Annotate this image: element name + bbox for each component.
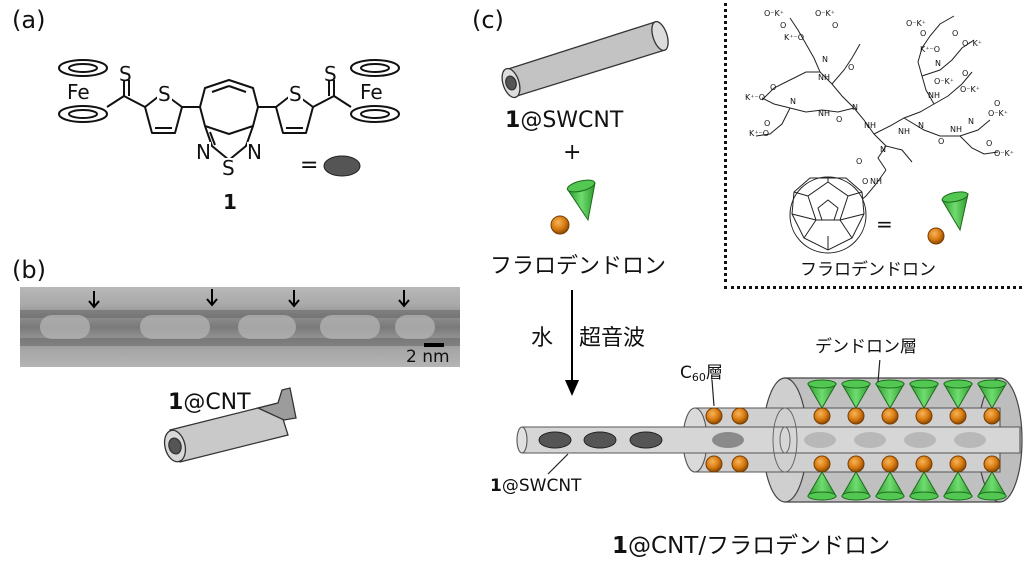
c60-layer-label: C60層 (680, 363, 723, 384)
ultrasound-label: 超音波 (579, 326, 646, 351)
atom-n-7: N (880, 145, 886, 154)
atom-o-5: O (848, 63, 855, 72)
group-k-10: K⁺⁻O (749, 129, 769, 138)
plus-sign: + (563, 140, 582, 165)
reaction-arrow (565, 290, 579, 396)
fullerodendron-label: フラロデンドロン (490, 254, 667, 279)
inset-equals: = (876, 212, 893, 236)
group-k-4: O⁻K⁺ (934, 77, 954, 86)
atom-n-3: N (790, 97, 796, 106)
group-k-5: O⁻K⁺ (988, 109, 1008, 118)
dendron-structure (755, 15, 999, 254)
cnt-small-icon (163, 387, 297, 463)
atom-o-13: O (856, 157, 863, 166)
panel-label-a: (a) (12, 6, 46, 34)
dendron-layer-label: デンドロン層 (815, 337, 917, 357)
arrow-down-icon (88, 291, 100, 309)
group-k-1: O⁻K⁺ (764, 9, 784, 18)
fe-left-label: Fe (67, 80, 90, 104)
atom-n-6: N (918, 121, 924, 130)
scale-bar (424, 343, 444, 347)
group-k-6: O⁻K⁺ (994, 149, 1014, 158)
inset-cone-icon (927, 191, 969, 245)
group-k-3: O⁻K⁺ (962, 39, 982, 48)
ferrocene-left (58, 59, 108, 123)
c60-layer-sub: 60 (691, 371, 706, 384)
btd-n-right: N (247, 140, 262, 164)
arrow-down-icon (288, 290, 300, 308)
thioketone-s-right: S (324, 62, 337, 86)
cnt-assembly (516, 360, 1023, 503)
molecule-symbol (323, 155, 361, 177)
inner-swcnt-label-num: 1 (490, 476, 502, 496)
compound-number: 1 (223, 190, 237, 214)
atom-n-2: N (935, 59, 941, 68)
atom-o-14: O (862, 177, 869, 186)
group-k-11: K⁺⁻O (784, 33, 804, 42)
assembly-title-num: 1 (612, 533, 629, 559)
arrow-down-icon (398, 290, 410, 308)
atom-nh-2: NH (928, 91, 940, 100)
c60-layer-kanji: 層 (705, 363, 723, 383)
group-k-9: K⁺⁻O (745, 93, 765, 102)
scale-bar-label: 2 nm (406, 347, 450, 367)
panel-label-b: (b) (12, 256, 46, 284)
btd-s: S (222, 156, 235, 180)
tem-arrows (88, 289, 410, 309)
atom-nh-6: NH (864, 121, 876, 130)
panel-label-c: (c) (472, 6, 504, 34)
atom-nh-5: NH (950, 125, 962, 134)
inset-caption: フラロデンドロン (800, 260, 936, 280)
fullerodendron-icon (550, 179, 596, 235)
atom-o-4: O (952, 29, 959, 38)
assembly-title-rest: @CNT/フラロデンドロン (628, 533, 891, 559)
atom-o-10: O (986, 139, 993, 148)
atom-o-2: O (832, 21, 839, 30)
atom-o-12: O (938, 137, 945, 146)
thiophene-s-right: S (288, 82, 303, 106)
c60-layer-c: C (680, 363, 692, 383)
atom-o-8: O (764, 119, 771, 128)
panel-b-label-num: 1 (168, 390, 184, 415)
swcnt-top-icon (501, 20, 669, 99)
atom-o-9: O (994, 99, 1001, 108)
molecule-equals: = (300, 153, 319, 178)
atom-n-1: N (822, 55, 828, 64)
assembly-title: 1@CNT/フラロデンドロン (612, 535, 890, 558)
atom-n-5: N (968, 117, 974, 126)
arrow-down-icon (206, 289, 218, 307)
atom-n-4: N (852, 103, 858, 112)
atom-o-11: O (836, 115, 843, 124)
swcnt-top-label-rest: @SWCNT (520, 108, 624, 133)
ferrocene-right (350, 59, 400, 123)
swcnt-top-label: 1@SWCNT (505, 110, 623, 132)
group-k-7: O⁻K⁺ (906, 19, 926, 28)
thioketone-s-left: S (119, 62, 132, 86)
atom-nh-7: NH (870, 177, 882, 186)
group-k-2: O⁻K⁺ (815, 9, 835, 18)
inner-swcnt-label-rest: @SWCNT (501, 476, 582, 496)
atom-o-7: O (770, 83, 777, 92)
panel-b-label-rest: @CNT (183, 390, 251, 415)
group-k-8: O⁻K⁺ (960, 85, 980, 94)
thiophene-s-left: S (157, 82, 172, 106)
atom-nh-1: NH (818, 73, 830, 82)
inner-swcnt-label: 1@SWCNT (490, 478, 581, 495)
atom-o-6: O (962, 69, 969, 78)
panel-b-label: 1@CNT (168, 392, 251, 414)
fe-right-label: Fe (360, 80, 383, 104)
atom-nh-3: NH (818, 109, 830, 118)
c60-icon (789, 176, 867, 254)
inset-box (724, 0, 1022, 289)
molecule-structure (58, 59, 400, 177)
atom-o-1: O (780, 21, 787, 30)
atom-nh-4: NH (898, 127, 910, 136)
water-label: 水 (531, 326, 554, 351)
atom-o-3: O (920, 29, 927, 38)
swcnt-top-label-num: 1 (505, 108, 521, 133)
btd-n-left: N (196, 140, 211, 164)
group-k-12: K⁺⁻O (920, 45, 940, 54)
